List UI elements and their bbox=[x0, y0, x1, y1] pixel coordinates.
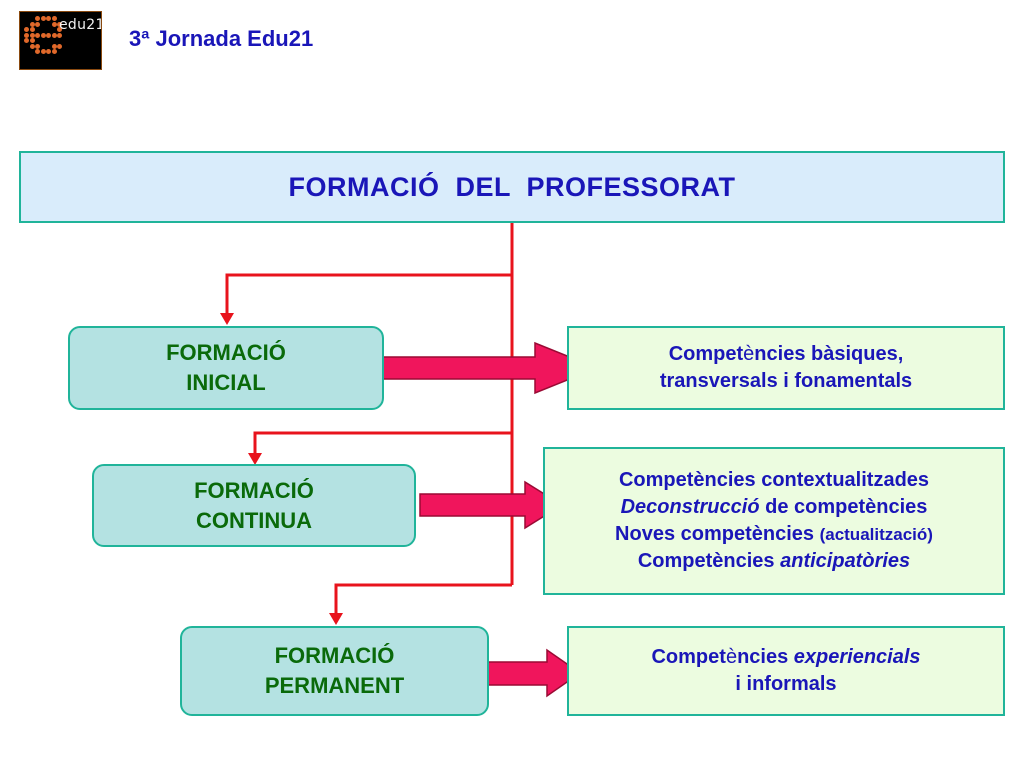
logo-dot bbox=[51, 32, 57, 38]
logo-dot bbox=[24, 32, 29, 38]
competencies-continua-box: Competències contextualitzades Deconstru… bbox=[543, 447, 1005, 595]
logo-dot bbox=[51, 21, 57, 27]
logo-dot bbox=[40, 49, 46, 54]
logo-dot-pattern bbox=[24, 16, 64, 56]
competencies-continua-line4: Competències anticipatòries bbox=[637, 550, 911, 572]
logo-dot bbox=[46, 32, 51, 38]
logo-dot bbox=[51, 49, 57, 54]
branch-line-continua bbox=[253, 431, 512, 455]
logo-dot bbox=[24, 38, 29, 43]
logo-dot bbox=[40, 16, 46, 21]
block-arrow-continua bbox=[390, 480, 564, 530]
logo-dot bbox=[46, 49, 51, 54]
logo-dot bbox=[29, 38, 35, 43]
formacio-permanent-line1: FORMACIÓ bbox=[274, 643, 395, 668]
logo-dot bbox=[35, 21, 40, 27]
page-header-title: 3ª Jornada Edu21 bbox=[129, 26, 314, 51]
logo-dot bbox=[35, 43, 40, 49]
formacio-inicial-box: FORMACIÓ INICIAL bbox=[68, 326, 384, 410]
formacio-permanent-box: FORMACIÓ PERMANENT bbox=[180, 626, 489, 716]
competencies-permanent-box: Competències experiencials i informals bbox=[567, 626, 1005, 716]
arrowhead-inicial bbox=[220, 313, 234, 325]
logo-dot bbox=[29, 43, 35, 49]
competencies-permanent-line2: i informals bbox=[735, 673, 837, 695]
logo-dot bbox=[35, 16, 40, 21]
logo-dot bbox=[35, 49, 40, 54]
logo-dot bbox=[46, 16, 51, 21]
logo-dot bbox=[57, 32, 62, 38]
red-connector-lines bbox=[225, 223, 514, 615]
logo-dot bbox=[57, 27, 62, 32]
logo-dot bbox=[35, 32, 40, 38]
formacio-inicial-line1: FORMACIÓ bbox=[166, 340, 286, 365]
edu21-logo: edu21 bbox=[19, 11, 102, 70]
competencies-inicial-line2: transversals i fonamentals bbox=[659, 370, 913, 392]
formacio-permanent-line2: PERMANENT bbox=[264, 673, 405, 698]
arrowhead-continua bbox=[248, 453, 262, 465]
competencies-inicial-line1: Competències bàsiques, bbox=[668, 343, 904, 365]
arrow-body bbox=[381, 341, 600, 395]
arrowhead-permanent bbox=[329, 613, 343, 625]
red-arrowheads bbox=[220, 313, 343, 625]
logo-dot bbox=[29, 32, 35, 38]
formacio-inicial-line2: INICIAL bbox=[186, 370, 266, 395]
competencies-permanent-line1: Competències experiencials bbox=[651, 646, 921, 668]
logo-dot bbox=[57, 43, 62, 49]
branch-line-permanent bbox=[334, 583, 512, 615]
competencies-continua-line2: Deconstrucció de competències bbox=[620, 496, 928, 518]
competencies-inicial-box: Competències bàsiques, transversals i fo… bbox=[567, 326, 1005, 410]
formacio-continua-line1: FORMACIÓ bbox=[194, 477, 314, 503]
logo-dot bbox=[51, 43, 57, 49]
logo-dot bbox=[24, 27, 29, 32]
branch-line-inicial bbox=[225, 273, 512, 315]
formacio-continua-line2: CONTINUA bbox=[195, 507, 313, 533]
logo-dot bbox=[29, 27, 35, 32]
arrow-body bbox=[419, 480, 564, 530]
logo-dot bbox=[57, 21, 62, 27]
logo-dot bbox=[51, 16, 57, 21]
logo-dot bbox=[29, 21, 35, 27]
main-title: FORMACIÓ DEL PROFESSORAT bbox=[288, 171, 736, 202]
logo-dot bbox=[40, 32, 46, 38]
main-title-box: FORMACIÓ DEL PROFESSORAT bbox=[19, 151, 1005, 223]
logo-text: edu21 bbox=[59, 17, 102, 33]
formacio-continua-box: FORMACIÓ CONTINUA bbox=[92, 464, 416, 547]
competencies-continua-line1: Competències contextualitzades bbox=[618, 469, 930, 491]
competencies-continua-line3: Noves competències (actualització) bbox=[615, 523, 933, 545]
